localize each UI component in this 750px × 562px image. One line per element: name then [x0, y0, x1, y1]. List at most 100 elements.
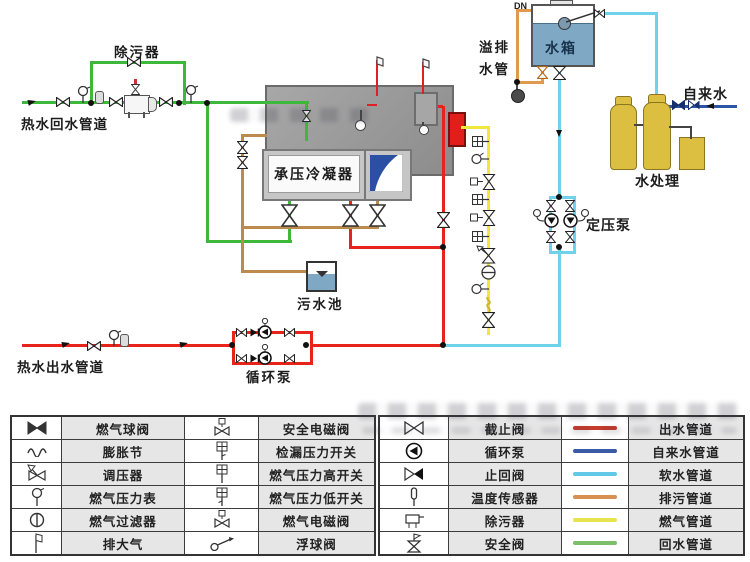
pipe-outlet-main-right: [305, 344, 443, 347]
boiler-top-component: [414, 92, 438, 126]
vent-flag-icon: [372, 56, 384, 96]
stop-valve-icon: [380, 417, 448, 439]
pipe-gas-to-burner: [461, 126, 490, 129]
pump-branch-valve-icon: [284, 353, 295, 364]
pipe-swatch: [562, 532, 628, 554]
outlet-pipe-label: 热水出水管道: [17, 360, 104, 375]
softener-tank-2: [643, 102, 671, 170]
drain-valve-icon: [236, 140, 249, 155]
float-valve-icon: [185, 532, 258, 554]
gas-filter-icon: [12, 509, 61, 531]
condenser-box: 承压冷凝器: [268, 155, 360, 193]
gas-pressure-low-switch-icon: [185, 486, 258, 508]
legend-label: 燃气管道: [629, 509, 743, 531]
gas-ball-valve-icon: [481, 311, 496, 329]
legend-label: 出水管道: [629, 417, 743, 439]
pipe-outlet-elbow: [433, 105, 443, 108]
legend-label: 温度传感器: [449, 486, 561, 508]
water-tank-label: 水箱: [545, 40, 577, 56]
circulation-pump-icon: [258, 325, 272, 339]
pump-valve-icon: [564, 200, 576, 212]
pipe-drain-down: [241, 134, 244, 273]
junction-dot: [514, 79, 520, 85]
junction-dot: [556, 194, 562, 200]
pump-branch-valve-icon: [236, 327, 247, 338]
sewage-pool: [306, 261, 337, 292]
pressure-switch-icon: [471, 230, 489, 243]
legend-label: 排污管道: [629, 486, 743, 508]
treatment-connector: [634, 124, 643, 126]
watermark: [230, 108, 380, 122]
legend-label: 排大气: [62, 532, 184, 554]
bypass-valve-icon: [126, 56, 142, 68]
valve-icon: [55, 96, 71, 108]
expansion-joint-icon: [12, 440, 61, 462]
drain-valve-icon: [236, 155, 249, 170]
dirt-remover-cap: [148, 97, 157, 112]
flow-arrow-icon: [556, 130, 562, 137]
junction-dot: [440, 342, 446, 348]
pipe-soft-bottom: [443, 344, 561, 347]
junction-dot: [303, 342, 309, 348]
legend-label: 膨胀节: [62, 440, 184, 462]
pressure-switch-icon: [471, 193, 489, 206]
legend-label: 燃气电磁阀: [259, 509, 374, 531]
return-pipe-label: 热水回水管道: [21, 117, 108, 132]
mini-gauge-icon: [532, 208, 545, 223]
dirt-remover-icon: [380, 509, 448, 531]
junction-dot: [229, 342, 235, 348]
pipe-overflow-join: [516, 81, 544, 84]
gas-ball-valve-icon: [12, 417, 61, 439]
pressure-gauge-icon: [184, 84, 200, 103]
vent-icon: [12, 532, 61, 554]
gas-solenoid-valve-icon: [470, 209, 496, 227]
legend-label: 检漏压力开关: [259, 440, 374, 462]
expansion-vent-flag-icon: [418, 58, 430, 94]
strainer-relief-valve-icon: [130, 84, 141, 95]
pipe-return-down: [206, 101, 209, 243]
mini-gauge-icon: [577, 208, 590, 223]
pipe-drain-mid: [241, 226, 379, 229]
legend-label: 软水管道: [629, 463, 743, 485]
pipe-outlet-mid: [349, 246, 445, 249]
flow-arrow-icon: [706, 103, 714, 109]
pipe-soft-lower: [558, 247, 561, 346]
dirt-remover-leg: [128, 112, 130, 118]
pump-branch-valve-icon: [284, 327, 295, 338]
circulation-pump-label: 循环泵: [246, 370, 293, 385]
legend-label: 安全阀: [449, 532, 561, 554]
economizer-graph-icon: [368, 153, 404, 193]
pump-valve-icon: [545, 231, 557, 243]
junction-dot: [556, 244, 562, 250]
water-treatment-label: 水处理: [635, 173, 680, 189]
pipe-drain-to-pool: [241, 270, 308, 273]
gas-pressure-high-switch-icon: [185, 463, 258, 485]
component-sensor-icon: [419, 125, 429, 135]
pipe-overflow-down: [516, 9, 519, 84]
legend-label: 燃气压力低开关: [259, 486, 374, 508]
legend-label: 回水管道: [629, 532, 743, 554]
gas-filter-icon: [481, 265, 496, 280]
water-tank: [531, 4, 595, 67]
expansion-joint-icon: [483, 296, 494, 313]
pump-valve-icon: [564, 231, 576, 243]
legend-label: 燃气压力高开关: [259, 463, 374, 485]
gas-solenoid-valve-icon: [185, 509, 258, 531]
safety-valve-icon: [380, 532, 448, 554]
junction-dot: [204, 100, 210, 106]
pressure-pump-icon: [544, 213, 559, 228]
legend-label: 浮球阀: [259, 532, 374, 554]
treatment-connector: [669, 126, 692, 128]
tap-water-label: 自来水: [683, 86, 728, 102]
gas-solenoid-valve-icon: [470, 173, 496, 191]
legend-label: 自来水管道: [629, 440, 743, 462]
pipe-gas-train: [487, 126, 490, 335]
leak-pressure-switch-icon: [185, 440, 258, 462]
legend-label: 燃气球阀: [62, 417, 184, 439]
boiler-inlet-valve-icon: [301, 110, 312, 122]
sensor-stem: [360, 110, 362, 120]
pipe-soft-float: [604, 12, 657, 15]
pipe-return-bottom: [206, 240, 292, 243]
boiler-sensor-icon: [355, 120, 366, 131]
legend-label: 安全电磁阀: [259, 417, 374, 439]
